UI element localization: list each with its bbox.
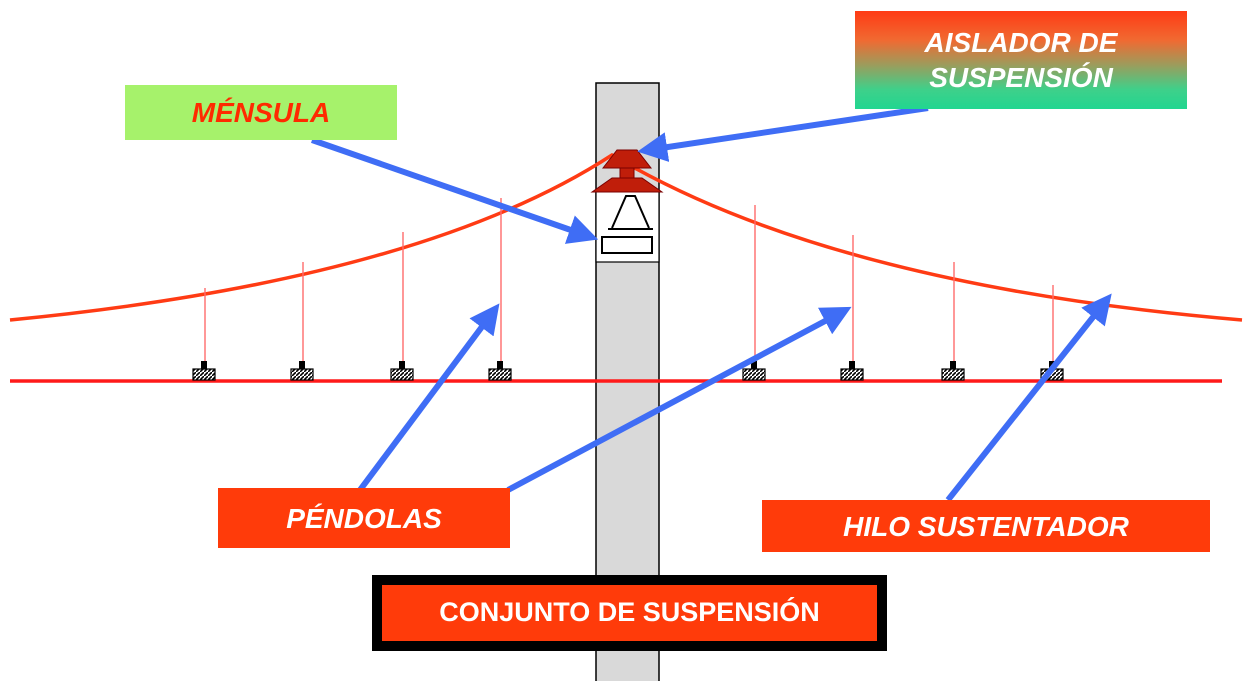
insulator-text-line2: SUSPENSIÓN xyxy=(929,62,1113,93)
mensula-label: MÉNSULA xyxy=(125,85,397,140)
suspension-assembly-text: CONJUNTO DE SUSPENSIÓN xyxy=(439,597,820,628)
droppers-label: PÉNDOLAS xyxy=(218,488,510,548)
clamp-icon xyxy=(390,361,414,381)
clamp-icon xyxy=(192,361,216,381)
messenger-wire-text: HILO SUSTENTADOR xyxy=(843,510,1129,542)
bracket-plate xyxy=(601,236,653,254)
arrows xyxy=(311,105,1112,502)
clamp-icon xyxy=(742,361,766,381)
clamp-icon xyxy=(941,361,965,381)
arrow-icon xyxy=(357,303,500,492)
arrow-icon xyxy=(311,137,599,244)
arrow-icon xyxy=(637,105,929,162)
suspension-assembly-label: CONJUNTO DE SUSPENSIÓN xyxy=(372,575,887,651)
messenger-wire-label: HILO SUSTENTADOR xyxy=(762,500,1210,552)
messenger-wire xyxy=(9,152,1243,322)
insulator-text-line1: AISLADOR DE xyxy=(924,27,1118,58)
suspension-assembly-inner: CONJUNTO DE SUSPENSIÓN xyxy=(382,585,877,641)
droppers xyxy=(204,198,1054,368)
clamp-icon xyxy=(488,361,512,381)
clamp-icon xyxy=(840,361,864,381)
insulator-label: AISLADOR DE SUSPENSIÓN xyxy=(855,11,1187,109)
clamp-icon xyxy=(290,361,314,381)
arrow-icon xyxy=(945,293,1112,502)
arrow-icon xyxy=(506,306,852,493)
droppers-text: PÉNDOLAS xyxy=(286,502,442,534)
bracket-frame xyxy=(611,195,650,229)
mensula-text: MÉNSULA xyxy=(191,97,331,128)
